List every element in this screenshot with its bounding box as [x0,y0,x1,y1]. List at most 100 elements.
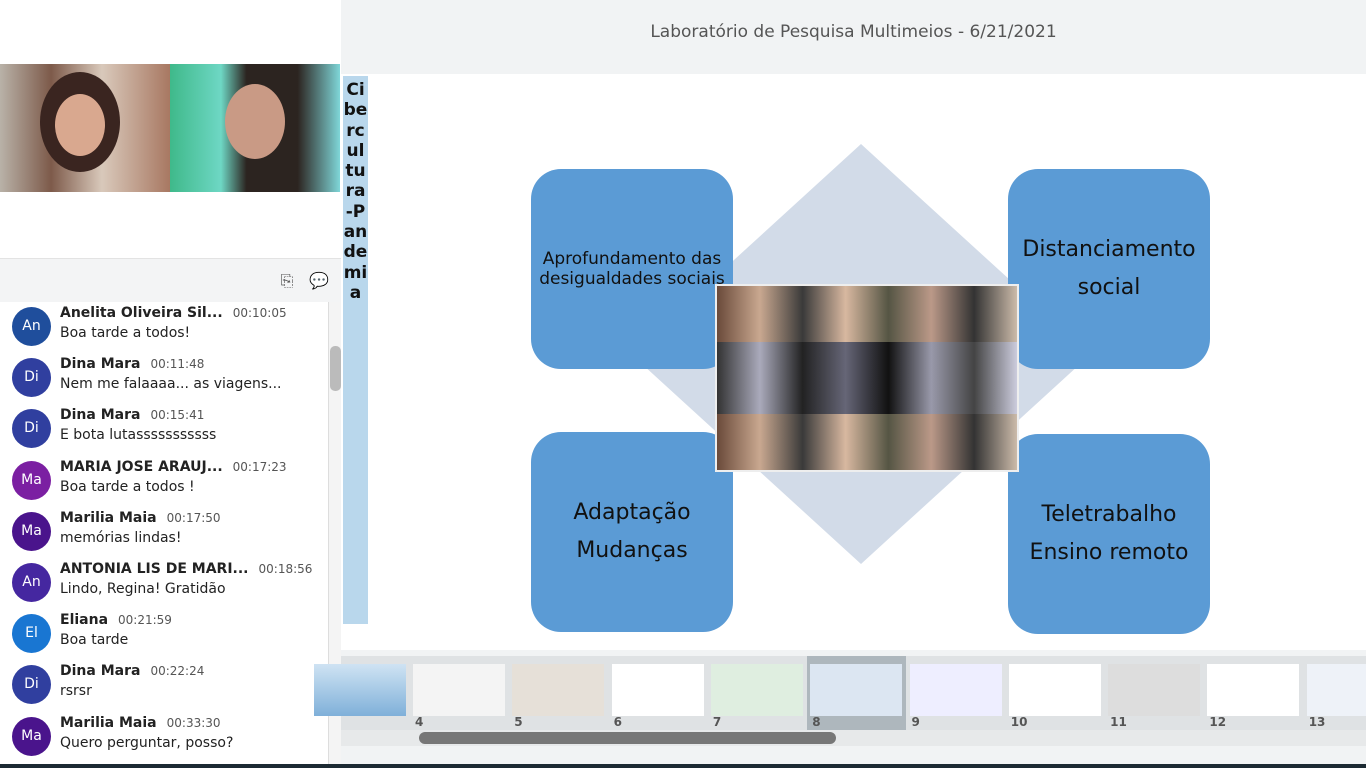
presentation-area: Laboratório de Pesquisa Multimeios - 6/2… [314,0,1366,768]
chat-message: An ANTONIA LIS DE MARI... 00:18:56 Lindo,… [0,558,328,609]
chat-scrollbar[interactable] [328,302,341,768]
box-desigualdades: Aprofundamento das desigualdades sociais [531,169,733,369]
slide-number: 12 [1209,715,1227,729]
participant-video[interactable] [170,64,340,192]
sender-line: Anelita Oliveira Sil... 00:10:05 [60,305,287,321]
thumbnail-image [810,664,903,716]
message-time: 00:11:48 [150,357,205,372]
slide: Cibercultura-Pandemia Aprofundamento das… [341,74,1366,650]
slide-thumbnail[interactable]: 12 [1204,656,1303,730]
sender-line: Marilia Maia 00:33:30 [60,715,221,731]
message-text: E bota lutasssssssssss [60,427,217,444]
chat-message: An Anelita Oliveira Sil... 00:10:05 Boa t… [0,302,328,353]
sender-name: Marilia Maia [60,509,157,526]
message-time: 00:17:23 [232,459,287,474]
message-text: Boa tarde a todos! [60,325,191,341]
thumbnail-image [1207,664,1300,716]
slide-number: 11 [1110,715,1127,729]
thumbnail-scrollbar[interactable] [341,730,1366,746]
slide-number: 10 [1010,715,1028,729]
message-text: Boa tarde [60,632,129,649]
chat-bubbles-icon[interactable]: 💬 [309,271,329,290]
message-text: rsrsr [60,683,92,700]
slide-thumbnail[interactable]: 10 [1006,656,1105,730]
thumbnail-image [1108,664,1201,716]
thumbnail-image [710,664,803,716]
chat-message: Ma Marilia Maia 00:17:50 memórias lindas! [0,507,328,558]
sender-line: Marilia Maia 00:17:50 [60,510,221,526]
slide-thumbnail[interactable]: 11 [1105,656,1204,730]
slide-thumbnail[interactable]: 9 [907,656,1006,730]
slide-thumbnail[interactable]: 4 [410,656,509,730]
slide-number: 4 [415,715,424,729]
sender-name: Dina Mara [60,356,141,373]
copy-icon[interactable]: ⎘ [280,271,294,290]
message-text: Nem me falaaaa... as viagens... [60,376,282,393]
slide-thumbnail[interactable]: 13 [1304,656,1366,730]
left-panel: ⎘ 💬 An Anelita Oliveira Sil... 00:10:05 B… [0,0,341,768]
avatar: Di [12,358,51,398]
sender-line: Dina Mara 00:11:48 [60,356,204,372]
chat-message: Ma Marilia Maia 00:33:30 Quero perguntar,… [0,712,328,763]
thumbnail-image [1306,664,1366,716]
avatar: An [12,562,51,602]
avatar: Ma [12,511,51,551]
thumbnail-image [512,664,605,716]
sender-line: Dina Mara 00:15:41 [60,407,204,423]
message-time: 00:33:30 [166,715,221,730]
avatar: An [12,307,51,346]
slide-thumbnail[interactable]: 5 [509,656,608,730]
sender-name: Anelita Oliveira Sil... [60,305,223,321]
sender-name: ANTONIA LIS DE MARI... [60,560,249,577]
message-time: 00:18:56 [258,561,313,576]
message-time: 00:17:50 [166,510,221,525]
bottom-bar [0,764,1366,768]
scrollbar-thumb[interactable] [419,732,836,744]
scrollbar-thumb[interactable] [330,346,341,391]
sender-line: ANTONIA LIS DE MARI... 00:18:56 [60,561,312,577]
message-time: 00:21:59 [118,613,172,628]
slide-thumbnail[interactable] [311,656,410,730]
thumbnail-image [909,664,1002,716]
presentation-title: Laboratório de Pesquisa Multimeios - 6/2… [650,22,1057,42]
sender-name: Dina Mara [60,663,141,680]
slide-number: 9 [911,715,920,729]
slide-thumbnail[interactable]: 6 [609,656,708,730]
slide-vertical-title: Cibercultura-Pandemia [343,76,368,624]
sender-name: MARIA JOSE ARAUJ... [60,458,223,475]
sender-name: Marilia Maia [60,714,157,731]
message-time: 00:15:41 [150,408,205,423]
chat-toolbar: ⎘ 💬 [0,258,341,302]
chat-message: Di Dina Mara 00:11:48 Nem me falaaaa... a… [0,353,328,404]
video-grid [0,64,341,192]
message-time: 00:10:05 [232,306,287,320]
slide-thumbnail[interactable]: 7 [708,656,807,730]
avatar: El [12,614,51,654]
avatar: Ma [12,716,51,756]
chat-message: Ma MARIA JOSE ARAUJ...00:17:23 Boa tarde… [0,456,328,507]
slide-number: 13 [1308,715,1326,729]
slide-number: 5 [514,715,523,729]
avatar: Ma [12,460,51,500]
participant-video[interactable] [0,64,170,192]
message-text: memórias lindas! [60,529,182,546]
faces-collage-image [715,284,1019,472]
slide-number: 6 [613,715,622,729]
slide-thumbnail[interactable]: 8 [807,656,907,730]
thumbnail-image [413,664,505,716]
sender-name: Dina Mara [60,407,141,424]
chat-messages: An Anelita Oliveira Sil... 00:10:05 Boa t… [0,302,328,768]
message-text: Lindo, Regina! Gratidão [60,580,226,597]
slide-number: 8 [812,715,821,729]
box-teletrabalho: Teletrabalho Ensino remoto [1008,434,1210,634]
thumbnail-image [1008,664,1101,716]
avatar: Di [12,665,51,705]
box-distanciamento: Distanciamento social [1008,169,1210,369]
message-text: Quero perguntar, posso? [60,734,234,751]
thumbnail-image [611,664,704,716]
